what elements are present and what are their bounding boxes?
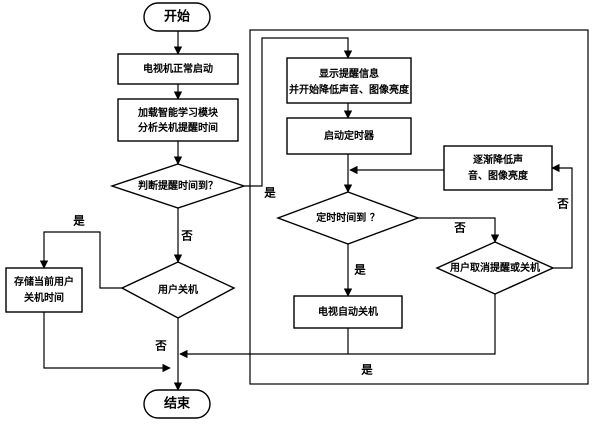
no-label-user-off: 否	[154, 339, 167, 353]
user-off-decision	[120, 261, 236, 319]
start-label: 开始	[164, 9, 190, 25]
timer-up-label: 定时时间到 ？	[316, 211, 379, 224]
reduce-volume-label-2: 音、图像亮度	[468, 169, 529, 182]
end-label: 结束	[164, 396, 191, 412]
tv-start-label: 电视机正常启动	[143, 62, 213, 75]
no-label-timer: 否	[453, 221, 466, 235]
show-reminder-box	[286, 57, 412, 104]
yes-label-user-off: 是	[72, 214, 85, 228]
start-terminal	[143, 2, 211, 32]
load-module-box	[117, 98, 239, 142]
judge-time-decision	[109, 163, 247, 209]
user-off-label: 用户关机	[157, 283, 198, 296]
yes-label-cancel: 是	[360, 363, 373, 377]
user-cancel-label: 用户取消提醒或关机	[449, 261, 540, 274]
tv-auto-off-label: 电视自动关机	[318, 305, 378, 318]
store-time-box	[5, 267, 83, 313]
store-label-2: 关机时间	[24, 291, 64, 304]
show-reminder-label-1: 显示提醒信息	[319, 67, 379, 80]
yes-label-timer: 是	[353, 263, 366, 277]
user-cancel-decision	[435, 241, 555, 295]
connectors	[39, 31, 573, 391]
show-reminder-label-2: 并开始降低声音、图像亮度	[289, 83, 410, 96]
store-label-1: 存储当前用户	[14, 275, 74, 288]
load-module-label-1: 加载智能学习模块	[137, 106, 219, 119]
load-module-label-2: 分析关机提醒时间	[138, 121, 218, 134]
no-label-cancel: 否	[556, 197, 569, 211]
timer-up-decision	[275, 191, 421, 245]
start-timer-box	[286, 117, 412, 155]
tv-start-box	[117, 53, 239, 85]
yes-label-judge: 是	[263, 186, 276, 200]
reduce-volume-box	[443, 145, 553, 191]
no-label-judge: 否	[180, 229, 193, 243]
reminder-subprocess-frame	[249, 29, 589, 385]
start-timer-label: 启动定时器	[324, 129, 375, 142]
tv-auto-off-box	[293, 295, 403, 329]
end-terminal	[143, 389, 211, 419]
reduce-volume-label-1: 逐渐降低声	[473, 153, 523, 166]
judge-time-label: 判断提醒时间到？	[138, 179, 218, 192]
